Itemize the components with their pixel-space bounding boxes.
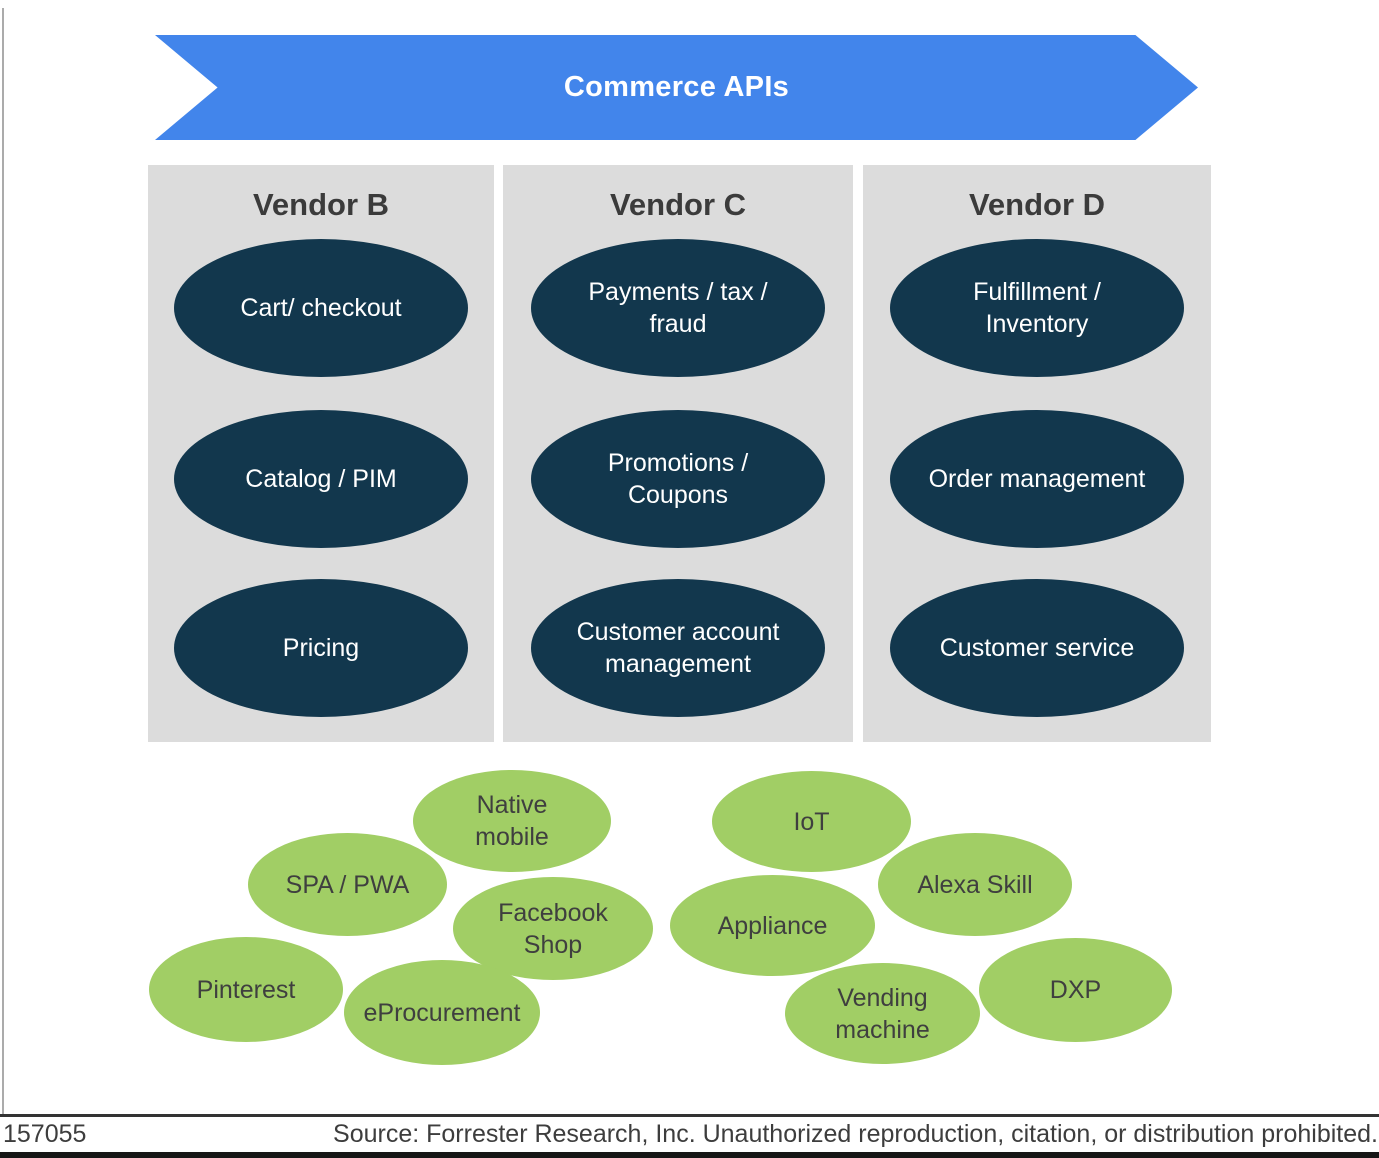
touchpoint-spa-pwa-label: SPA / PWA	[285, 870, 410, 899]
touchpoint-facebook-shop: Facebook Shop	[453, 877, 653, 980]
vendor-b-title: Vendor B	[252, 187, 390, 222]
footer: 157055 Source: Forrester Research, Inc. …	[0, 1117, 1379, 1152]
left-page-border	[2, 8, 4, 1115]
vendor-c-title: Vendor C	[609, 187, 747, 222]
touchpoint-alexa-skill: Alexa Skill	[878, 833, 1072, 936]
bubble-customer-service-label: Customer service	[939, 634, 1135, 662]
touchpoint-facebook-shop-label: Facebook Shop	[498, 898, 608, 959]
banner-title: Commerce APIs	[563, 71, 790, 103]
bubble-promotions-coupons-label: Promotions / Coupons	[607, 449, 749, 509]
bubble-order-management: Order management	[890, 410, 1184, 548]
vendor-d-column: Vendor D Fulfillment / Inventory Order m…	[863, 165, 1211, 742]
bubble-catalog-pim: Catalog / PIM	[174, 410, 468, 548]
bubble-payments-tax-fraud: Payments / tax / fraud	[531, 239, 825, 377]
touchpoint-native-mobile-label: Native mobile	[475, 791, 549, 851]
bubble-customer-account-management-label: Customer account management	[576, 618, 780, 678]
bubble-pricing: Pricing	[174, 579, 468, 717]
touchpoint-native-mobile: Native mobile	[413, 770, 611, 872]
touchpoint-spa-pwa: SPA / PWA	[248, 833, 447, 936]
touchpoint-iot-label: IoT	[793, 807, 830, 836]
touchpoint-eprocurement-label: eProcurement	[363, 998, 521, 1027]
touchpoint-dxp-label: DXP	[1049, 976, 1102, 1004]
bubble-payments-tax-fraud-label: Payments / tax / fraud	[588, 278, 768, 338]
footer-divider-line	[0, 1114, 1379, 1117]
touchpoint-alexa-skill-label: Alexa Skill	[917, 870, 1033, 899]
touchpoint-vending-machine-label: Vending machine	[835, 983, 930, 1044]
bubble-customer-service: Customer service	[890, 579, 1184, 717]
bubble-catalog-pim-label: Catalog / PIM	[245, 465, 397, 493]
bubble-pricing-label: Pricing	[282, 634, 360, 662]
report-id: 157055	[3, 1120, 87, 1148]
touchpoint-appliance: Appliance	[670, 875, 875, 976]
touchpoint-appliance-label: Appliance	[717, 911, 828, 940]
touchpoint-vending-machine: Vending machine	[785, 963, 980, 1064]
bubble-fulfillment-inventory-label: Fulfillment / Inventory	[973, 278, 1101, 338]
touchpoint-pinterest-label: Pinterest	[196, 975, 296, 1004]
bubble-cart-checkout-label: Cart/ checkout	[240, 294, 402, 322]
touchpoint-dxp: DXP	[979, 938, 1172, 1042]
bubble-fulfillment-inventory: Fulfillment / Inventory	[890, 239, 1184, 377]
bubble-customer-account-management: Customer account management	[531, 579, 825, 717]
vendor-d-title: Vendor D	[968, 187, 1106, 222]
bubble-cart-checkout: Cart/ checkout	[174, 239, 468, 377]
touchpoint-eprocurement: eProcurement	[344, 960, 540, 1065]
vendor-b-column: Vendor B Cart/ checkout Catalog / PIM Pr…	[148, 165, 494, 742]
commerce-apis-banner-arrow: Commerce APIs	[155, 35, 1198, 140]
touchpoint-pinterest: Pinterest	[149, 937, 343, 1042]
bubble-order-management-label: Order management	[928, 465, 1146, 493]
bottom-page-bar	[0, 1152, 1379, 1158]
touchpoint-iot: IoT	[712, 771, 911, 872]
vendor-c-column: Vendor C Payments / tax / fraud Promotio…	[503, 165, 853, 742]
bubble-promotions-coupons: Promotions / Coupons	[531, 410, 825, 548]
source-note: Source: Forrester Research, Inc. Unautho…	[333, 1120, 1378, 1148]
